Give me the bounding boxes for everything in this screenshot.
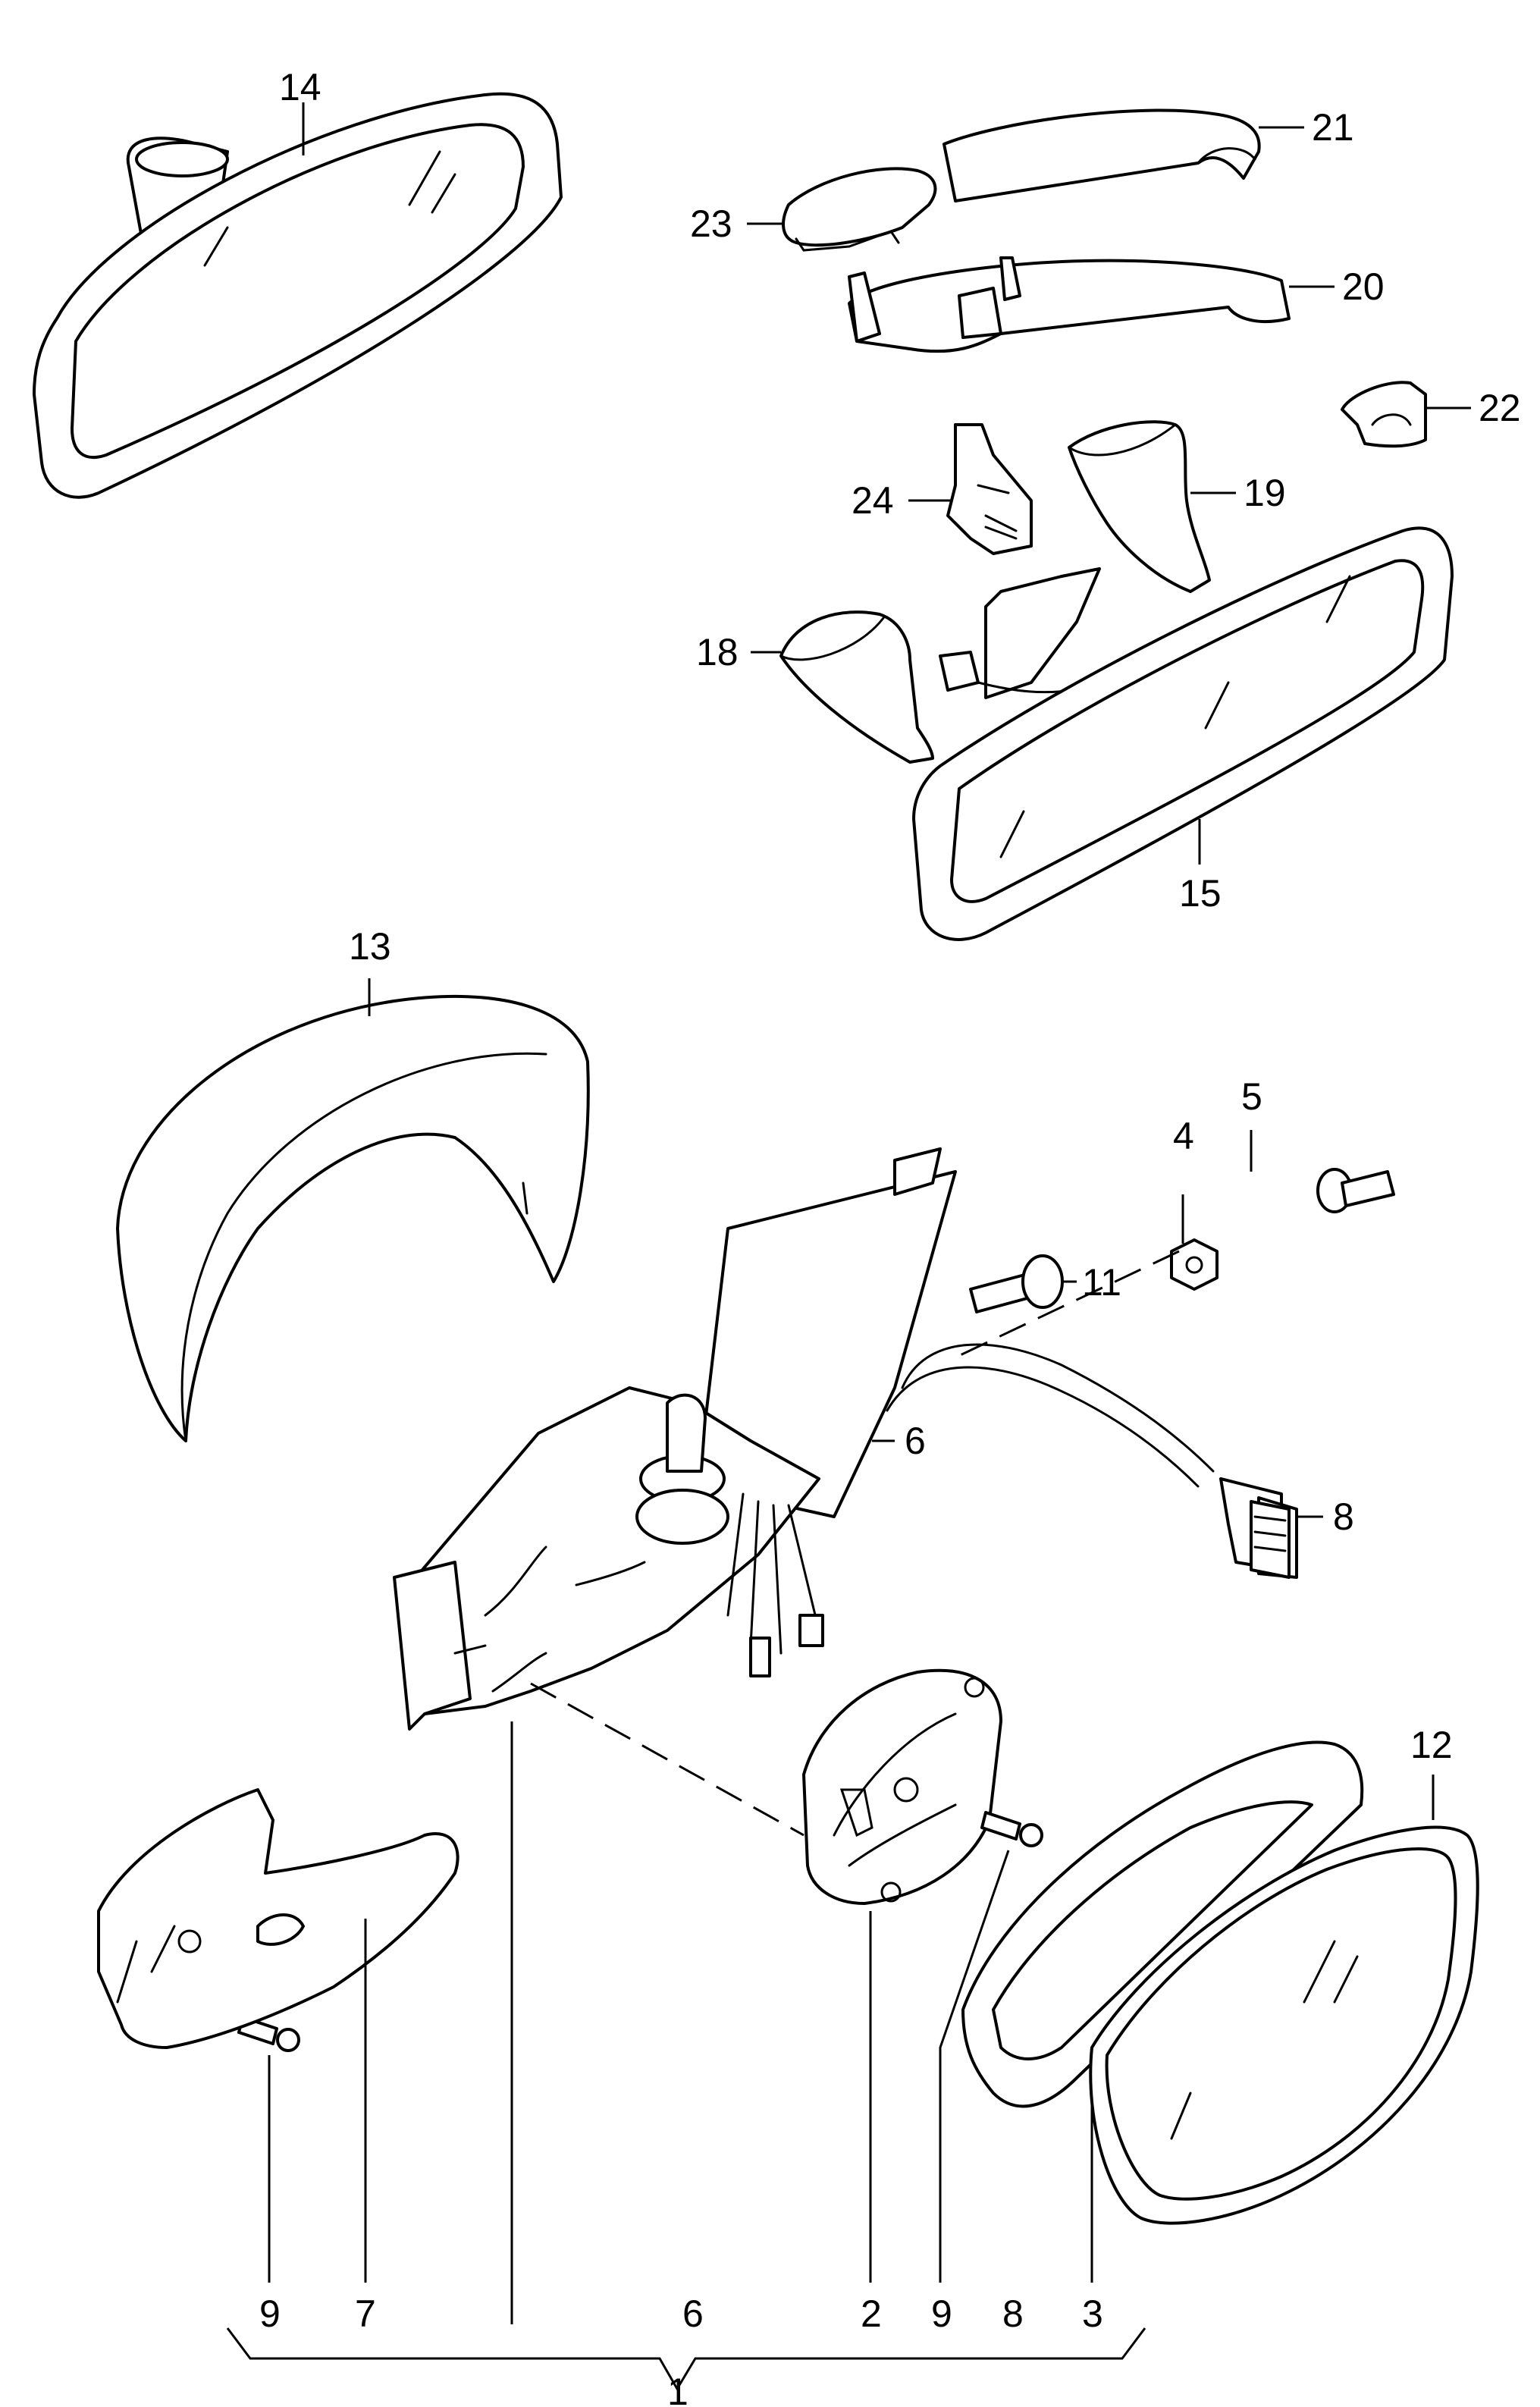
callout-bottom-8: 8 bbox=[1002, 2292, 1024, 2335]
callout-bottom-7: 7 bbox=[355, 2292, 376, 2335]
callout-19: 19 bbox=[1244, 472, 1286, 514]
assembly-lines bbox=[530, 1250, 1180, 1837]
mirror-glass-part-12 bbox=[1089, 1825, 1479, 2225]
callout-13: 13 bbox=[349, 925, 391, 968]
callout-bottom-3: 3 bbox=[1082, 2292, 1103, 2335]
cover-part-19 bbox=[1068, 420, 1211, 593]
interior-mirror-part-14 bbox=[33, 92, 563, 499]
cover-part-18 bbox=[779, 610, 934, 764]
callout-21: 21 bbox=[1312, 106, 1354, 149]
sensor-cap-part-23 bbox=[782, 167, 937, 252]
callout-15: 15 bbox=[1179, 872, 1222, 915]
callout-5: 5 bbox=[1241, 1075, 1262, 1118]
connector-part-24 bbox=[946, 423, 1033, 555]
callout-23: 23 bbox=[690, 202, 732, 245]
callout-12: 12 bbox=[1410, 1724, 1453, 1766]
clip-part-22 bbox=[1341, 381, 1427, 448]
callout-bottom-9-left: 9 bbox=[259, 2292, 281, 2335]
callout-4: 4 bbox=[1173, 1115, 1194, 1157]
housing-cap-part-13 bbox=[116, 994, 590, 1442]
screw-part-5 bbox=[1316, 1168, 1395, 1213]
screw-part-11 bbox=[969, 1254, 1064, 1313]
callout-11: 11 bbox=[1082, 1261, 1121, 1304]
callout-bottom-9-right: 9 bbox=[931, 2292, 952, 2335]
callout-14: 14 bbox=[279, 66, 321, 108]
callout-22: 22 bbox=[1479, 387, 1521, 429]
callouts: 14 21 23 20 22 24 19 18 15 13 5 4 11 6 8… bbox=[259, 66, 1521, 2407]
callout-6: 6 bbox=[905, 1420, 926, 1462]
mirror-mount-part-6 bbox=[393, 1147, 1298, 1731]
cover-part-21 bbox=[943, 108, 1261, 202]
callout-bottom-2: 2 bbox=[861, 2292, 882, 2335]
cable-cover-part-20 bbox=[848, 256, 1291, 353]
nut-part-4 bbox=[1170, 1238, 1219, 1291]
callout-8: 8 bbox=[1333, 1495, 1354, 1538]
housing-frame-part-3 bbox=[961, 1740, 1364, 2108]
callout-bottom-6: 6 bbox=[682, 2292, 704, 2335]
callout-18: 18 bbox=[696, 631, 739, 673]
screw-part-9-right bbox=[980, 1811, 1043, 1847]
connector-plug-part-8 bbox=[1250, 1500, 1291, 1579]
leader-lines bbox=[226, 102, 1471, 2391]
callout-1: 1 bbox=[667, 2371, 688, 2407]
adjusting-motor-part-2 bbox=[802, 1668, 1002, 1905]
callout-24: 24 bbox=[852, 479, 894, 522]
interior-mirror-part-15 bbox=[912, 526, 1454, 941]
lower-cover-part-7 bbox=[97, 1788, 459, 2049]
callout-20: 20 bbox=[1342, 265, 1385, 308]
